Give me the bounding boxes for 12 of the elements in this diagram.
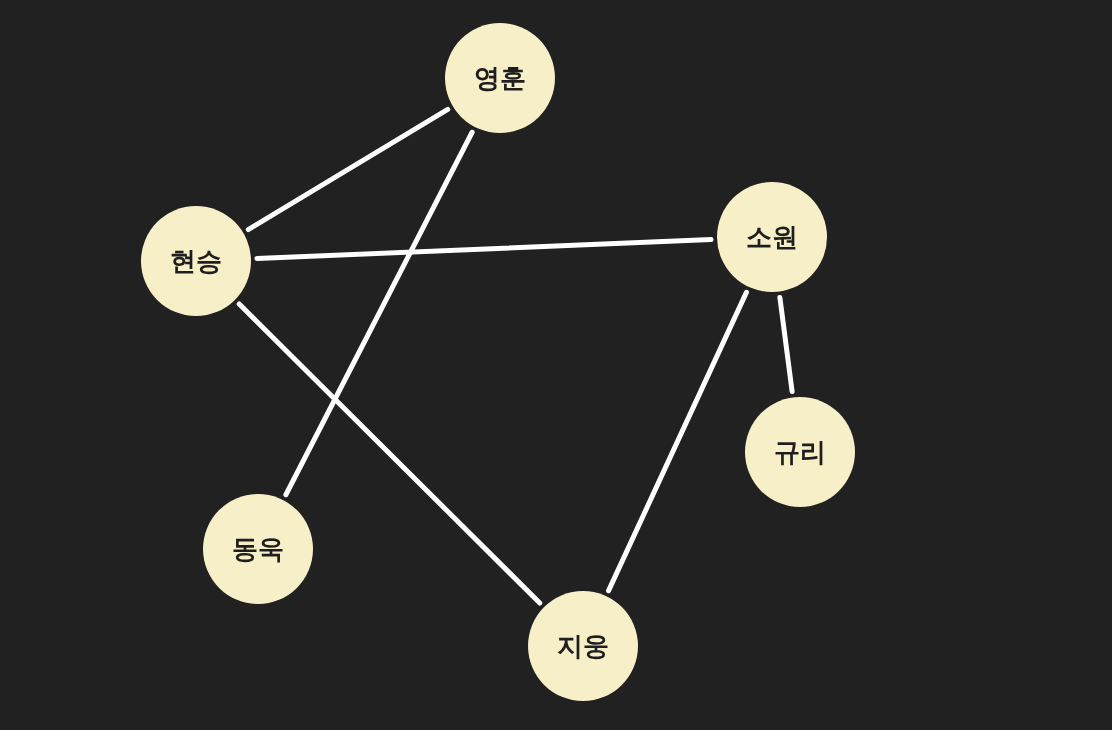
name-label: 소원: [746, 220, 798, 254]
name-label: 지웅: [557, 629, 609, 663]
connector-line: [283, 129, 475, 498]
name-label: 동욱: [232, 532, 284, 566]
connector-line: [606, 289, 749, 594]
connector-line: [245, 106, 451, 233]
connector-line: [236, 301, 543, 606]
name-label: 영훈: [474, 61, 526, 95]
name-label: 규리: [774, 435, 826, 469]
connector-line: [777, 295, 795, 394]
connector-line: [254, 237, 714, 261]
name-label: 현승: [170, 244, 222, 278]
